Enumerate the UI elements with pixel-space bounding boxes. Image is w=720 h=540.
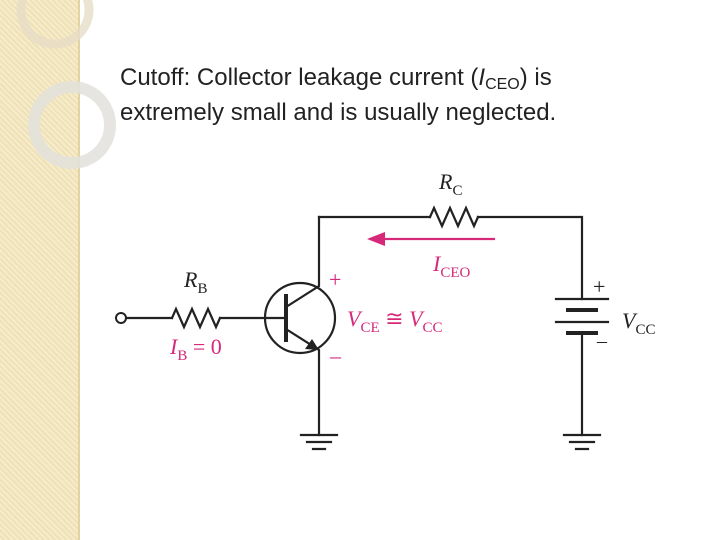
transistor-collector-lead — [284, 215, 321, 309]
caption-line-2: extremely small and is usually neglected… — [120, 99, 557, 126]
input-terminal — [115, 312, 127, 324]
transistor-body — [263, 281, 337, 355]
ground-right-symbol — [562, 433, 602, 451]
iceo-label: ICEO — [432, 251, 470, 281]
iceo-arrowhead — [367, 232, 385, 246]
ground-left-symbol — [299, 433, 339, 451]
transistor-cutoff-circuit: RC RB ICEO IB = 0 VCE ≅ VCC VCC + – + – — [115, 169, 655, 451]
caption-current-subscript: CEO — [485, 76, 520, 93]
caption-text-start: Cutoff: Collector leakage current ( — [120, 64, 479, 91]
vce-minus-sign: – — [329, 343, 342, 368]
sidebar-edge-line — [78, 0, 80, 540]
vcc-label: VCC — [622, 308, 655, 338]
slide-caption: Cutoff: Collector leakage current (ICEO)… — [120, 62, 680, 129]
vcc-minus-sign: – — [596, 330, 608, 352]
rc-resistor-zigzag — [428, 205, 480, 229]
decorative-circles — [16, 0, 116, 169]
vce-plus-sign: + — [329, 267, 341, 292]
ib-label: IB = 0 — [169, 334, 222, 364]
top-wire-right — [476, 215, 584, 301]
caption-current-symbol: I — [478, 64, 486, 91]
rb-resistor-zigzag — [170, 306, 222, 330]
emitter-arrowhead — [305, 339, 319, 350]
rb-label: RB — [183, 267, 207, 297]
rc-label: RC — [438, 169, 462, 199]
vcc-plus-sign: + — [593, 274, 605, 299]
vce-label: VCE ≅ VCC — [347, 306, 443, 336]
caption-text-end: ) is — [519, 64, 552, 91]
